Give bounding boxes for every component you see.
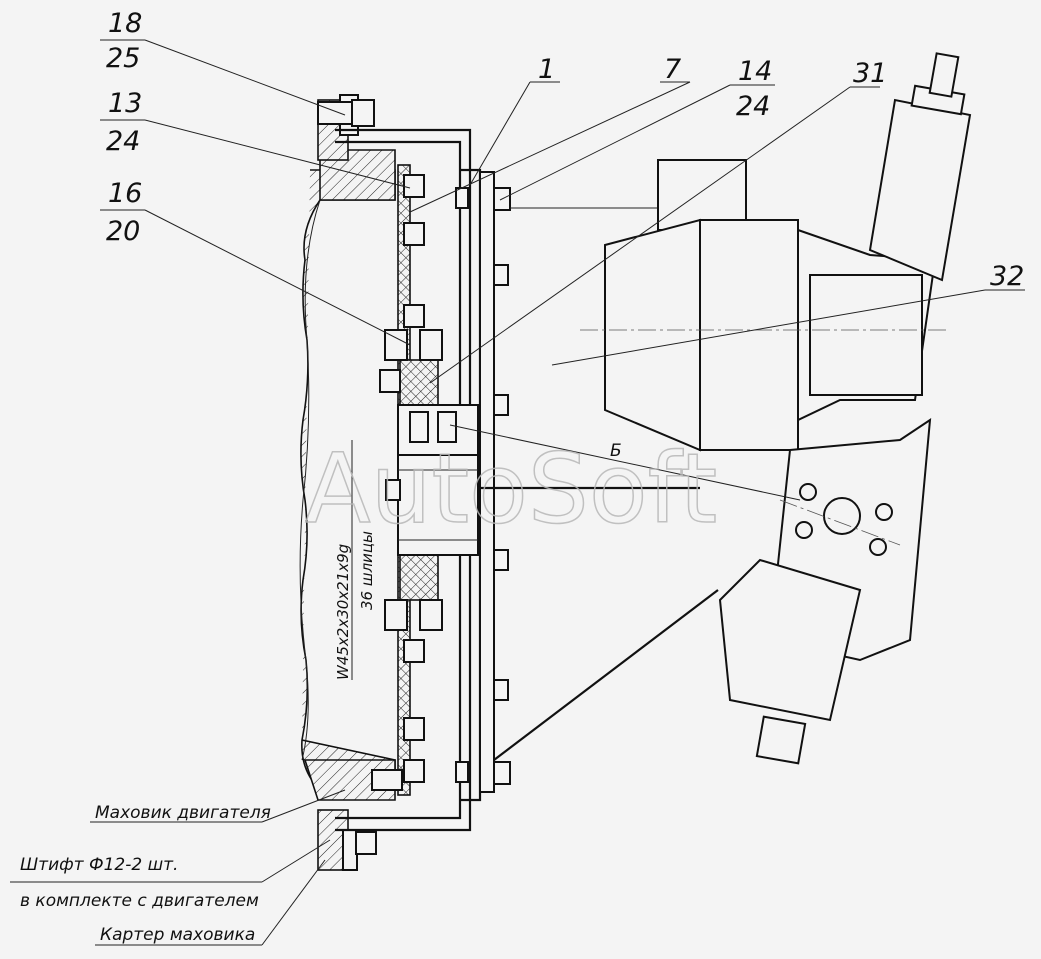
leader-lines <box>10 39 1025 946</box>
watermark: AutoSoft <box>305 433 717 545</box>
callout-13-24: 13 24 <box>106 88 142 157</box>
adapter-housing <box>335 128 495 832</box>
callout-bottom: 24 <box>736 91 770 122</box>
callout-top: 16 <box>108 178 142 209</box>
callout-16-20: 16 20 <box>106 178 142 247</box>
callout-31: 31 <box>853 58 887 89</box>
callout-7: 7 <box>664 54 681 85</box>
spline-spec-line2: 36 шлицы <box>358 531 376 610</box>
note-flywheel: Маховик двигателя <box>95 803 271 823</box>
note-pin-line2: в комплекте с двигателем <box>20 891 259 911</box>
callout-1: 1 <box>538 54 555 85</box>
callout-top: 18 <box>108 8 142 39</box>
callout-bottom: 20 <box>106 216 140 247</box>
callout-top: 14 <box>738 56 772 87</box>
callout-bottom: 24 <box>106 126 140 157</box>
callout-top: 13 <box>108 88 142 119</box>
hub <box>397 404 700 556</box>
callout-14-24: 14 24 <box>736 56 772 122</box>
note-housing: Картер маховика <box>100 925 255 945</box>
callout-32: 32 <box>990 261 1024 292</box>
section-mark: Б <box>610 441 622 461</box>
note-pin-line1: Штифт Ф12-2 шт. <box>20 855 178 875</box>
pump-body <box>493 52 972 765</box>
callout-bottom: 25 <box>106 43 140 74</box>
callout-18-25: 18 25 <box>106 8 142 74</box>
bolts <box>317 99 511 855</box>
spline-spec-line1: W45x2x30x21x9g <box>334 544 352 680</box>
